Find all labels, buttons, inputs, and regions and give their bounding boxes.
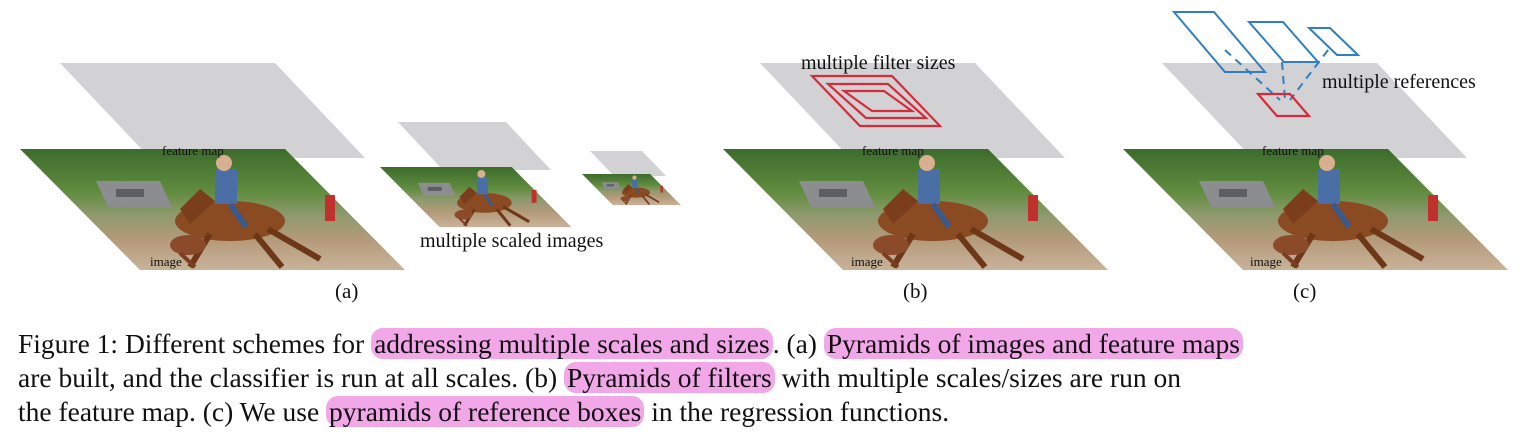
panel-a: feature map image multiple scaled images… [20, 63, 682, 303]
panel-c-label: (c) [1293, 279, 1316, 303]
reference-box-small [1306, 27, 1361, 56]
caption-text: are built, and the classifier is run at … [18, 362, 564, 393]
image-plane [1123, 149, 1508, 270]
image-label: image [851, 254, 883, 269]
caption-text: Figure 1: Different schemes for [18, 328, 372, 359]
caption-text: with multiple scales/sizes are run on [774, 362, 1181, 393]
feature-map-plane-medium [398, 122, 551, 170]
panel-b-label: (b) [903, 279, 928, 303]
anchor-box [1255, 92, 1312, 118]
caption-highlight: pyramids of reference boxes [326, 396, 645, 427]
feature-map-label: feature map [862, 143, 924, 158]
filter-box-large [809, 74, 943, 128]
image-label: image [150, 254, 182, 269]
caption-text: . (a) [772, 328, 824, 359]
image-plane [723, 149, 1108, 270]
image-plane-small [581, 173, 682, 206]
scaled-images-label: multiple scaled images [420, 230, 603, 252]
caption-highlight: Pyramids of images and feature maps [823, 328, 1243, 359]
image-plane-medium [378, 165, 573, 229]
figure-illustration: feature map image multiple scaled images… [0, 11, 1534, 303]
filter-sizes-label: multiple filter sizes [801, 52, 956, 74]
caption-highlight: addressing multiple scales and sizes [371, 328, 773, 359]
filter-box-small [840, 89, 916, 113]
caption-line-1: Figure 1: Different schemes for addressi… [18, 327, 1523, 361]
panel-a-label: (a) [335, 279, 358, 303]
feature-map-plane [1162, 63, 1467, 158]
caption-line-2: are built, and the classifier is run at … [18, 361, 1523, 395]
feature-map-label: feature map [1262, 143, 1324, 158]
image-label: image [1250, 254, 1282, 269]
caption-text: in the regression functions. [644, 396, 950, 427]
caption-highlight: Pyramids of filters [564, 362, 775, 393]
caption-text: the feature map. (c) We use [18, 396, 327, 427]
feature-map-label: feature map [162, 143, 224, 158]
references-label: multiple references [1322, 71, 1476, 93]
image-plane [20, 149, 405, 270]
reference-box-large [1171, 11, 1268, 73]
figure-caption: Figure 1: Different schemes for addressi… [18, 327, 1523, 429]
panel-c: multiple references feature map image (c… [1123, 11, 1508, 303]
filter-box-medium [825, 82, 929, 120]
filter-boxes [809, 74, 943, 128]
caption-line-3: the feature map. (c) We use pyramids of … [18, 395, 1523, 429]
feature-map-plane-small [590, 151, 666, 176]
panel-b: multiple filter sizes feature map image … [723, 52, 1108, 303]
feature-map-plane [60, 63, 365, 158]
